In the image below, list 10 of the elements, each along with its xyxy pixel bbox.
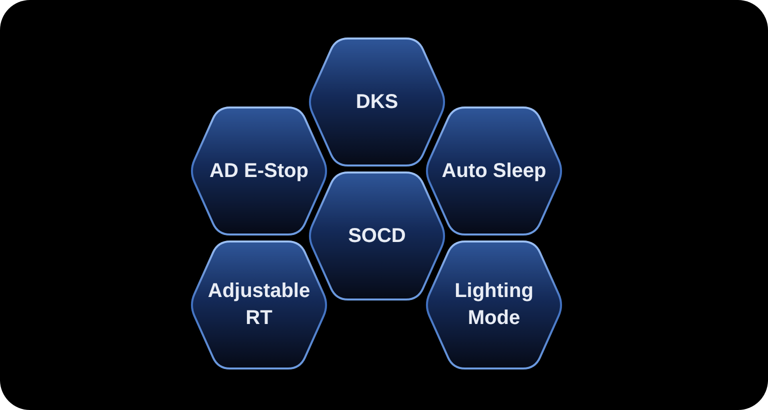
hexagon-tile — [188, 240, 330, 370]
hexagon-tile — [423, 240, 565, 370]
feature-label: DKS — [356, 90, 398, 114]
hexagon-tile — [423, 106, 565, 236]
hexagon-tile — [188, 106, 330, 236]
feature-label: SOCD — [348, 224, 406, 248]
feature-label: AD E-Stop — [210, 158, 308, 184]
feature-label: Lighting Mode — [454, 279, 534, 331]
feature-label: Adjustable RT — [206, 279, 312, 331]
feature-label: Auto Sleep — [442, 158, 546, 184]
